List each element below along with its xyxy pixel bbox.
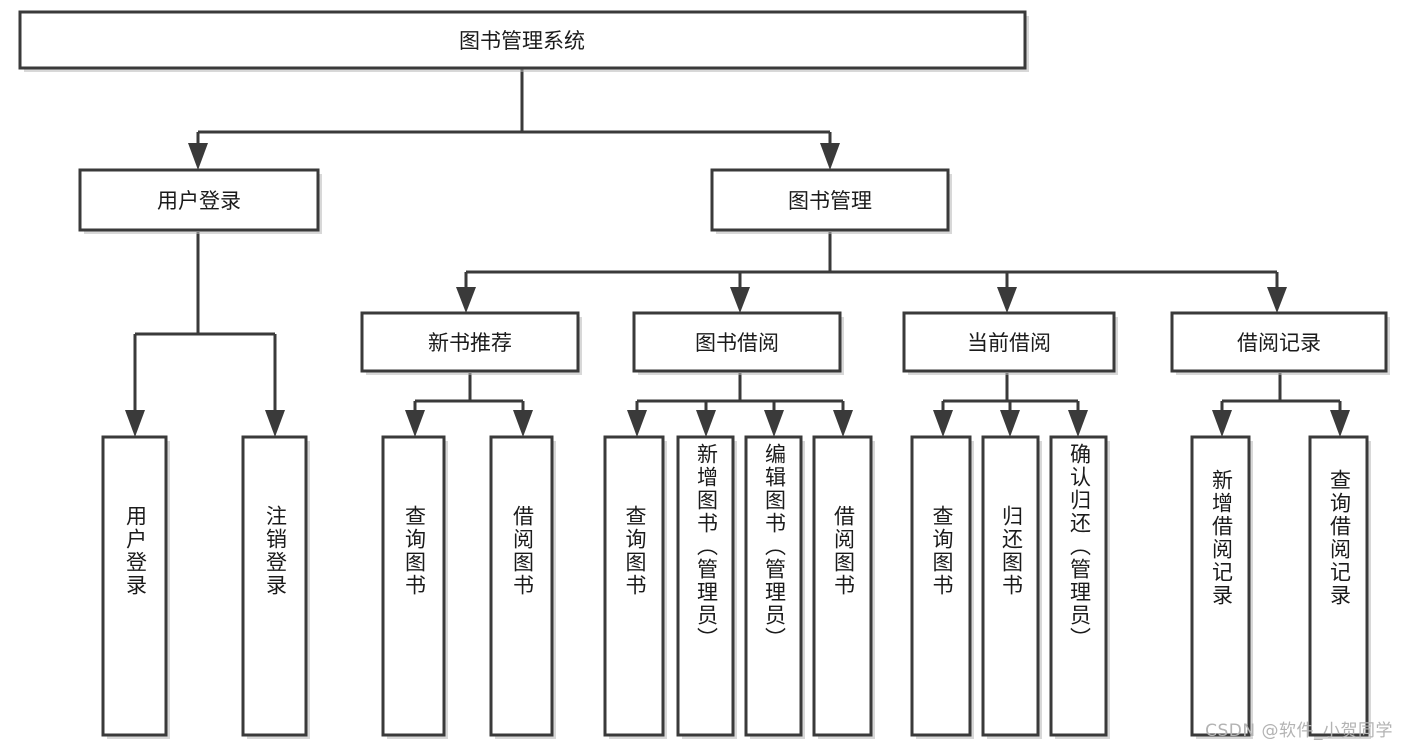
arrow-bookborrow-to-leaf3 (764, 410, 784, 437)
node-user-login-label: 用户登录 (157, 189, 241, 213)
node-leaf-user-login[interactable] (101, 435, 170, 739)
node-root-label: 图书管理系统 (459, 29, 585, 53)
node-book-borrow-label: 图书借阅 (695, 331, 779, 355)
node-leaf-add-record-box[interactable] (1190, 435, 1251, 737)
csdn-watermark: CSDN @软件_小贺同学 (1205, 721, 1393, 741)
arrow-bookmanage-to-bookborrow (730, 287, 750, 313)
node-leaf-query-book-b-box[interactable] (603, 435, 665, 737)
arrow-bookborrow-to-leaf1 (627, 410, 647, 437)
node-new-book-rec[interactable]: 新书推荐 (360, 311, 582, 375)
node-book-borrow[interactable]: 图书借阅 (632, 311, 844, 375)
node-leaf-query-book-b[interactable] (603, 435, 667, 739)
node-leaf-query-book-c[interactable] (910, 435, 974, 739)
nodes-group: 图书管理系统 用户登录 图书管理 新书推荐 (18, 10, 1390, 739)
node-book-borrow-box[interactable] (632, 311, 842, 373)
arrow-newbook-to-leaf1 (405, 410, 425, 437)
node-leaf-logout-box[interactable] (241, 435, 308, 737)
node-root-box[interactable] (18, 10, 1027, 70)
node-user-login-box[interactable] (78, 168, 320, 232)
node-leaf-borrow-book-b[interactable] (812, 435, 875, 739)
node-leaf-query-book-c-box[interactable] (910, 435, 972, 737)
node-leaf-query-book-a-box[interactable] (381, 435, 446, 737)
node-leaf-return-book-box[interactable] (981, 435, 1040, 737)
node-leaf-confirm-return[interactable] (1049, 435, 1110, 739)
node-leaf-borrow-book-a[interactable] (489, 435, 556, 739)
node-leaf-query-record-box[interactable] (1308, 435, 1369, 737)
node-leaf-logout[interactable] (241, 435, 310, 739)
node-borrow-record-label: 借阅记录 (1237, 331, 1321, 355)
arrow-borrowrecord-to-leaf1 (1212, 410, 1232, 437)
arrow-bookborrow-to-leaf2 (696, 410, 716, 437)
node-root[interactable]: 图书管理系统 (18, 10, 1029, 72)
node-leaf-edit-book-box[interactable] (744, 435, 803, 737)
node-current-borrow-box[interactable] (902, 311, 1116, 373)
node-new-book-rec-box[interactable] (360, 311, 580, 373)
node-leaf-add-book-box[interactable] (676, 435, 735, 737)
node-user-login[interactable]: 用户登录 (78, 168, 322, 234)
node-leaf-edit-book[interactable] (744, 435, 805, 739)
node-book-manage[interactable]: 图书管理 (710, 168, 952, 234)
arrow-bookmanage-to-currentborrow (997, 287, 1017, 313)
arrow-bookborrow-to-leaf4 (833, 410, 853, 437)
arrow-newbook-to-leaf2 (513, 410, 533, 437)
node-leaf-borrow-book-b-box[interactable] (812, 435, 873, 737)
node-leaf-add-book[interactable] (676, 435, 737, 739)
node-leaf-query-book-a[interactable] (381, 435, 448, 739)
arrow-userlogin-to-leaf2 (265, 410, 285, 437)
arrow-currentborrow-to-leaf1 (933, 410, 953, 437)
arrow-currentborrow-to-leaf2 (1000, 410, 1020, 437)
node-book-manage-label: 图书管理 (788, 189, 872, 213)
arrow-currentborrow-to-leaf3 (1068, 410, 1088, 437)
arrow-bookmanage-to-newbook (456, 287, 476, 313)
node-borrow-record-box[interactable] (1170, 311, 1388, 373)
node-new-book-rec-label: 新书推荐 (428, 331, 512, 355)
node-book-manage-box[interactable] (710, 168, 950, 232)
connectors-group (125, 68, 1350, 437)
arrow-userlogin-to-leaf1 (125, 410, 145, 437)
node-leaf-confirm-return-box[interactable] (1049, 435, 1108, 737)
node-leaf-user-login-box[interactable] (101, 435, 168, 737)
arrow-root-to-user-login (188, 143, 208, 170)
node-leaf-borrow-book-a-box[interactable] (489, 435, 554, 737)
node-current-borrow[interactable]: 当前借阅 (902, 311, 1118, 375)
arrow-bookmanage-to-borrowrecord (1267, 287, 1287, 313)
node-current-borrow-label: 当前借阅 (967, 331, 1051, 355)
node-borrow-record[interactable]: 借阅记录 (1170, 311, 1390, 375)
node-leaf-query-record[interactable] (1308, 435, 1371, 739)
arrow-borrowrecord-to-leaf2 (1330, 410, 1350, 437)
node-leaf-add-record[interactable] (1190, 435, 1253, 739)
arrow-root-to-book-manage (820, 143, 840, 170)
node-leaf-return-book[interactable] (981, 435, 1042, 739)
